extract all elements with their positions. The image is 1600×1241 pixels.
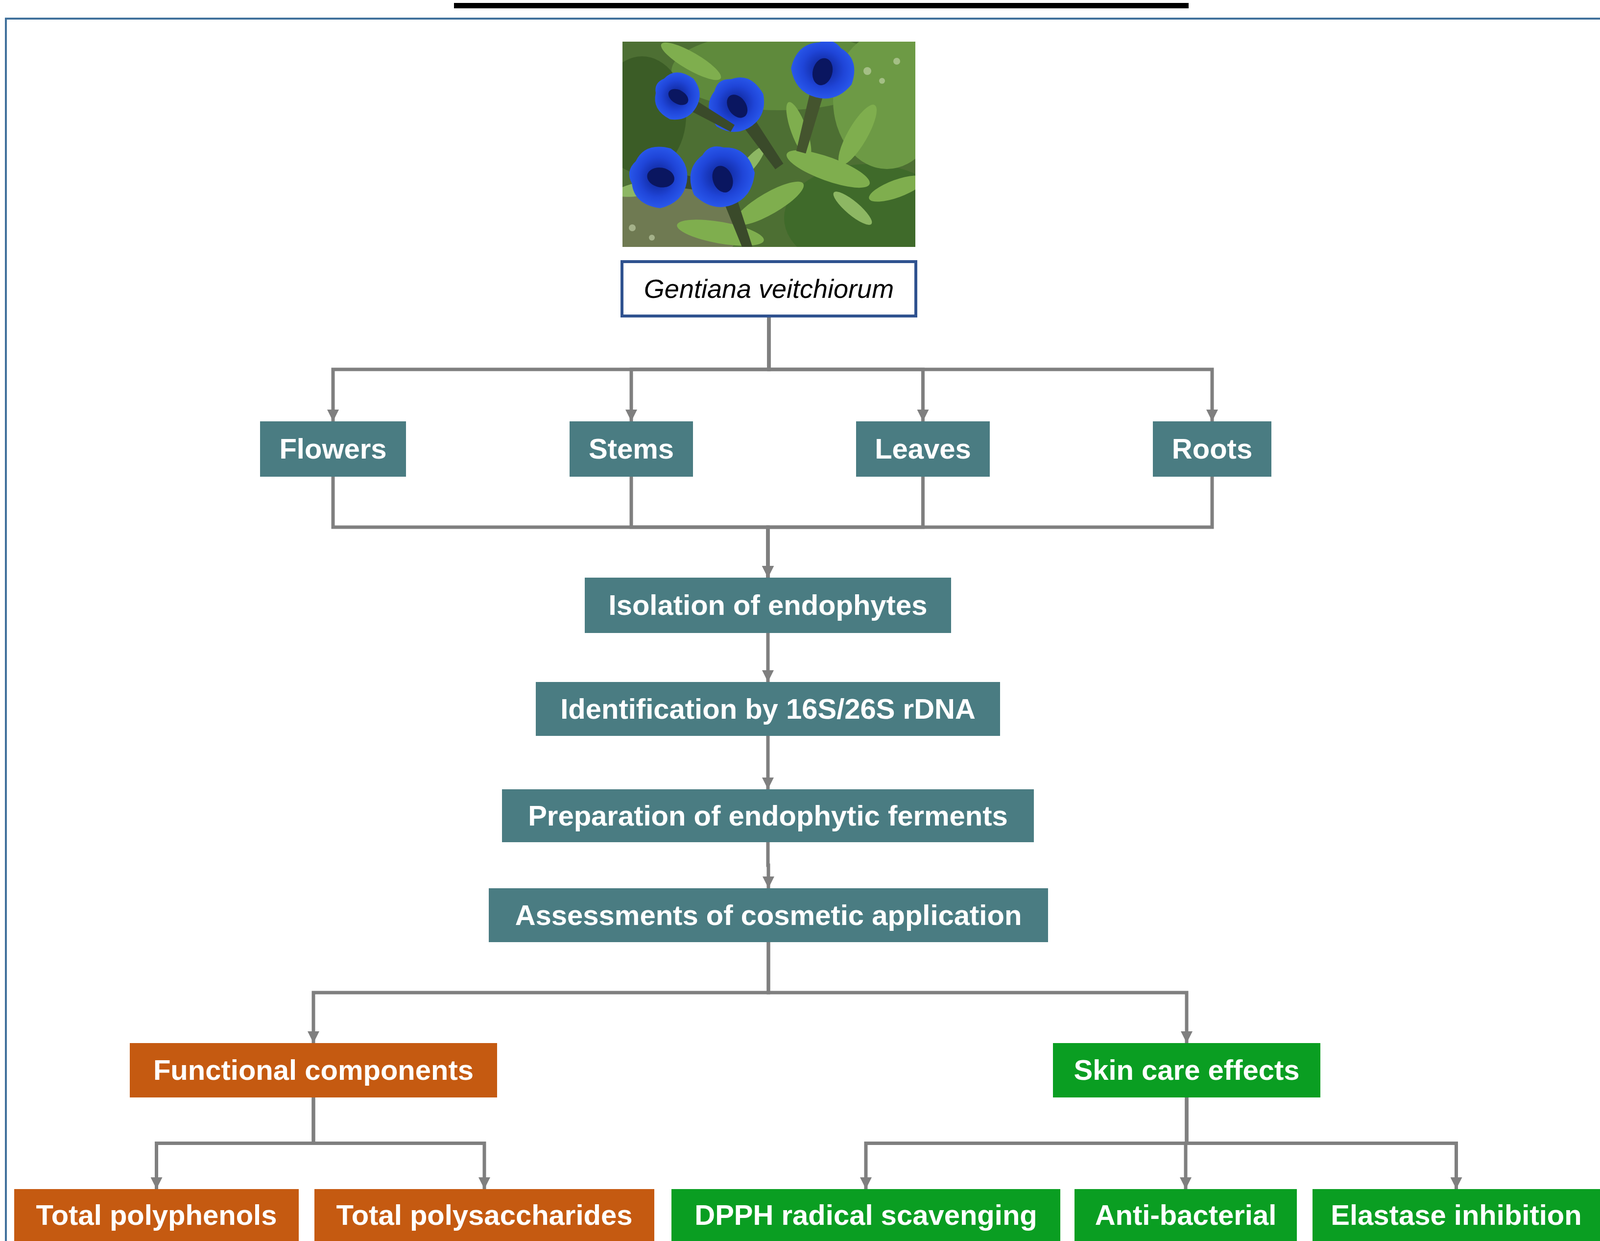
- effect-box: Elastase inhibition: [1312, 1188, 1600, 1241]
- box-label: Leaves: [874, 432, 972, 466]
- connector-arrow: [631, 317, 769, 422]
- process-box: Stems: [569, 421, 693, 477]
- process-box: Identification by 16S/26S rDNA: [535, 681, 1001, 736]
- box-label: Total polysaccharides: [336, 1198, 633, 1232]
- box-label: DPPH radical scavenging: [694, 1198, 1037, 1232]
- connector-arrow: [313, 941, 769, 1043]
- box-label: Total polyphenols: [36, 1198, 278, 1232]
- effect-box: Anti-bacterial: [1074, 1188, 1297, 1241]
- box-label: Stems: [588, 432, 674, 466]
- box-label: Gentiana veitchiorum: [644, 273, 894, 304]
- box-label: Roots: [1171, 432, 1253, 466]
- connector-arrow: [333, 317, 769, 422]
- effect-box: DPPH radical scavenging: [671, 1188, 1061, 1241]
- connector-arrow: [313, 1097, 485, 1189]
- process-box: Flowers: [260, 421, 406, 477]
- box-label: Isolation of endophytes: [608, 588, 928, 622]
- process-box: Roots: [1152, 421, 1272, 477]
- box-label: Identification by 16S/26S rDNA: [560, 692, 976, 726]
- component-box: Total polyphenols: [14, 1188, 299, 1241]
- frame-border: [5, 18, 1600, 1241]
- box-label: Elastase inhibition: [1330, 1198, 1582, 1232]
- effect-box: Skin care effects: [1052, 1042, 1321, 1098]
- process-box: Leaves: [856, 421, 990, 477]
- box-label: Flowers: [279, 432, 387, 466]
- connector-arrow: [631, 476, 768, 578]
- box-label: Skin care effects: [1073, 1053, 1300, 1087]
- connector-arrow: [156, 1097, 314, 1189]
- connector-arrow: [333, 476, 768, 578]
- connector-arrow: [767, 841, 769, 888]
- component-box: Functional components: [129, 1042, 498, 1098]
- process-box: Isolation of endophytes: [584, 577, 952, 633]
- connector-arrow: [767, 476, 1213, 578]
- box-label: Functional components: [153, 1053, 474, 1087]
- top-rule: [453, 2, 1189, 9]
- connector-arrow: [1186, 1097, 1457, 1189]
- component-box: Total polysaccharides: [314, 1188, 655, 1241]
- box-label: Anti-bacterial: [1095, 1198, 1277, 1232]
- species-box: Gentiana veitchiorum: [620, 260, 918, 318]
- connector-arrow: [766, 735, 770, 789]
- process-box: Assessments of cosmetic application: [488, 887, 1049, 942]
- connector-arrow: [766, 632, 770, 682]
- connector-arrow: [865, 1097, 1187, 1189]
- box-label: Preparation of endophytic ferments: [527, 799, 1008, 833]
- flower-photo: [622, 41, 916, 247]
- box-label: Assessments of cosmetic application: [515, 898, 1023, 932]
- process-box: Preparation of endophytic ferments: [501, 788, 1034, 842]
- connector-arrow: [768, 941, 1187, 1043]
- connector-arrow: [768, 317, 1213, 422]
